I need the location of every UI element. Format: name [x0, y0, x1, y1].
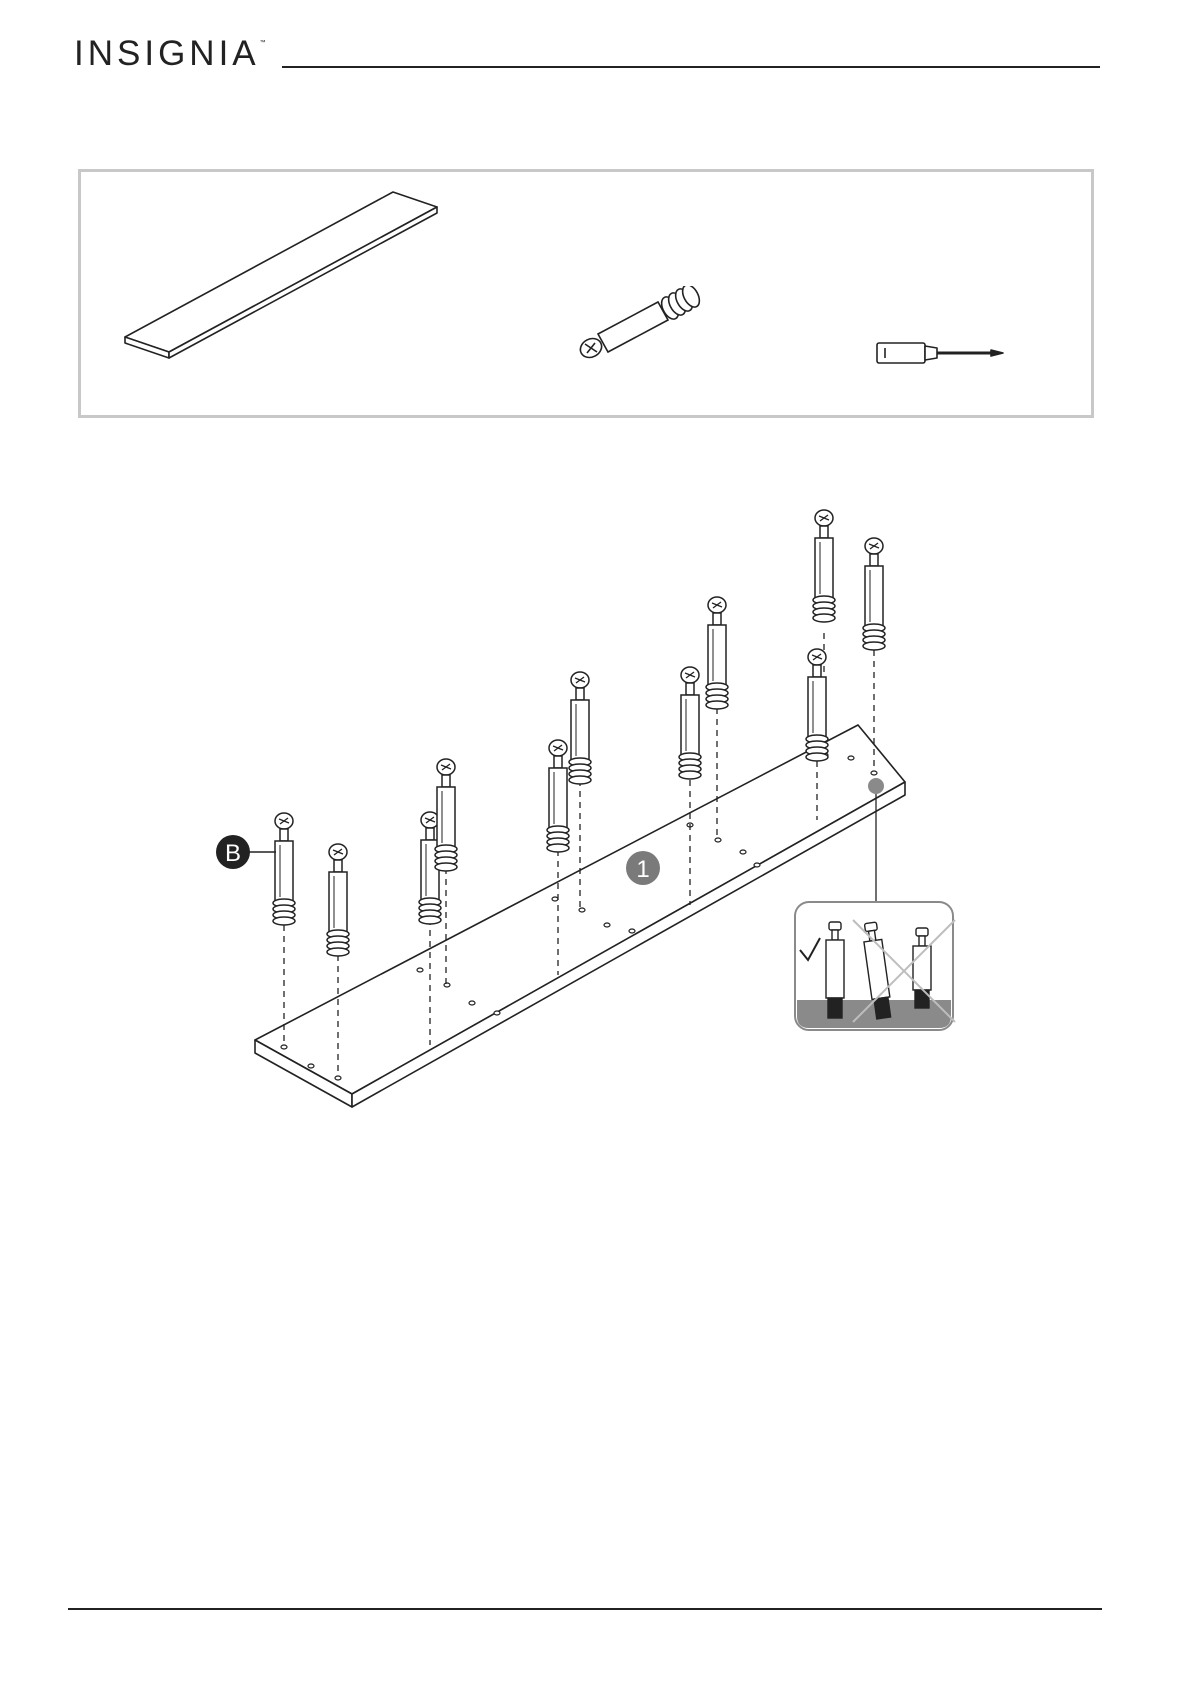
panel-icon	[123, 182, 453, 367]
dowel	[327, 844, 349, 956]
dowel	[273, 813, 295, 925]
callout-label: B	[225, 840, 241, 867]
dowel	[813, 510, 835, 622]
dowel	[706, 597, 728, 709]
dowel	[863, 538, 885, 650]
dowel	[569, 672, 591, 784]
dowel	[679, 667, 701, 779]
header-rule	[282, 66, 1100, 68]
trademark-symbol: ™	[260, 40, 266, 46]
brand-name: INSIGNIA	[74, 34, 260, 73]
parts-box	[78, 169, 1094, 418]
dowel	[806, 649, 828, 761]
phillips-screwdriver-icon	[875, 340, 1010, 370]
detail-inset	[795, 902, 955, 1030]
dowel	[547, 740, 569, 852]
detail-anchor	[868, 778, 884, 794]
footer-rule	[68, 1608, 1102, 1610]
brand-logo: INSIGNIA™	[74, 34, 266, 74]
dowel	[435, 759, 457, 871]
step-number: 1	[636, 856, 649, 883]
cam-dowel-icon	[578, 286, 703, 366]
assembly-diagram: B 1	[0, 480, 1190, 1140]
